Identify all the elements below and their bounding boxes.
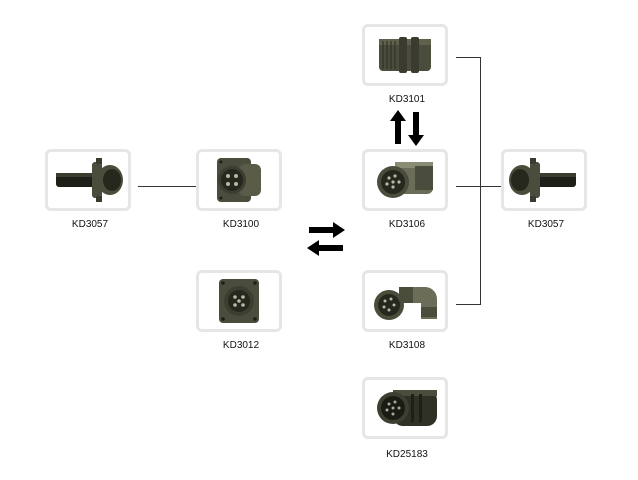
swap-vertical-arrows-icon	[390, 110, 424, 146]
product-card-kd3101[interactable]	[362, 24, 448, 86]
line-receptacle-icon	[379, 37, 431, 73]
product-label-kd3106: KD3106	[388, 219, 426, 230]
product-card-kd3057-left[interactable]	[45, 149, 131, 211]
connector-line-kd3108-right	[456, 304, 481, 305]
product-card-kd3012[interactable]	[196, 270, 282, 332]
product-card-kd3100[interactable]	[196, 149, 282, 211]
product-label-kd3108: KD3108	[388, 340, 426, 351]
product-label-kd3101: KD3101	[388, 94, 426, 105]
product-label-kd3012: KD3012	[222, 340, 260, 351]
plug-icon	[377, 390, 437, 426]
product-card-kd25183[interactable]	[362, 377, 448, 439]
product-card-kd3108[interactable]	[362, 270, 448, 332]
cable-clamp-icon	[56, 158, 123, 202]
product-label-kd3100: KD3100	[222, 219, 260, 230]
connector-line-kd3057-kd3100	[138, 186, 196, 187]
swap-horizontal-arrows-icon	[307, 222, 345, 256]
right-angle-plug-icon	[374, 287, 437, 320]
connector-line-vertical	[480, 57, 481, 305]
product-card-kd3057-right[interactable]	[501, 149, 587, 211]
cable-clamp-icon	[509, 158, 576, 202]
box-mount-receptacle-icon	[217, 158, 261, 202]
product-label-kd3057-left: KD3057	[71, 219, 109, 230]
product-label-kd25183: KD25183	[386, 449, 428, 460]
connector-line-kd3101-right	[456, 57, 481, 58]
square-flange-receptacle-icon	[219, 279, 259, 323]
product-card-kd3106[interactable]	[362, 149, 448, 211]
connector-line-kd3106-right	[456, 186, 501, 187]
straight-plug-icon	[377, 162, 433, 198]
product-label-kd3057-right: KD3057	[527, 219, 565, 230]
